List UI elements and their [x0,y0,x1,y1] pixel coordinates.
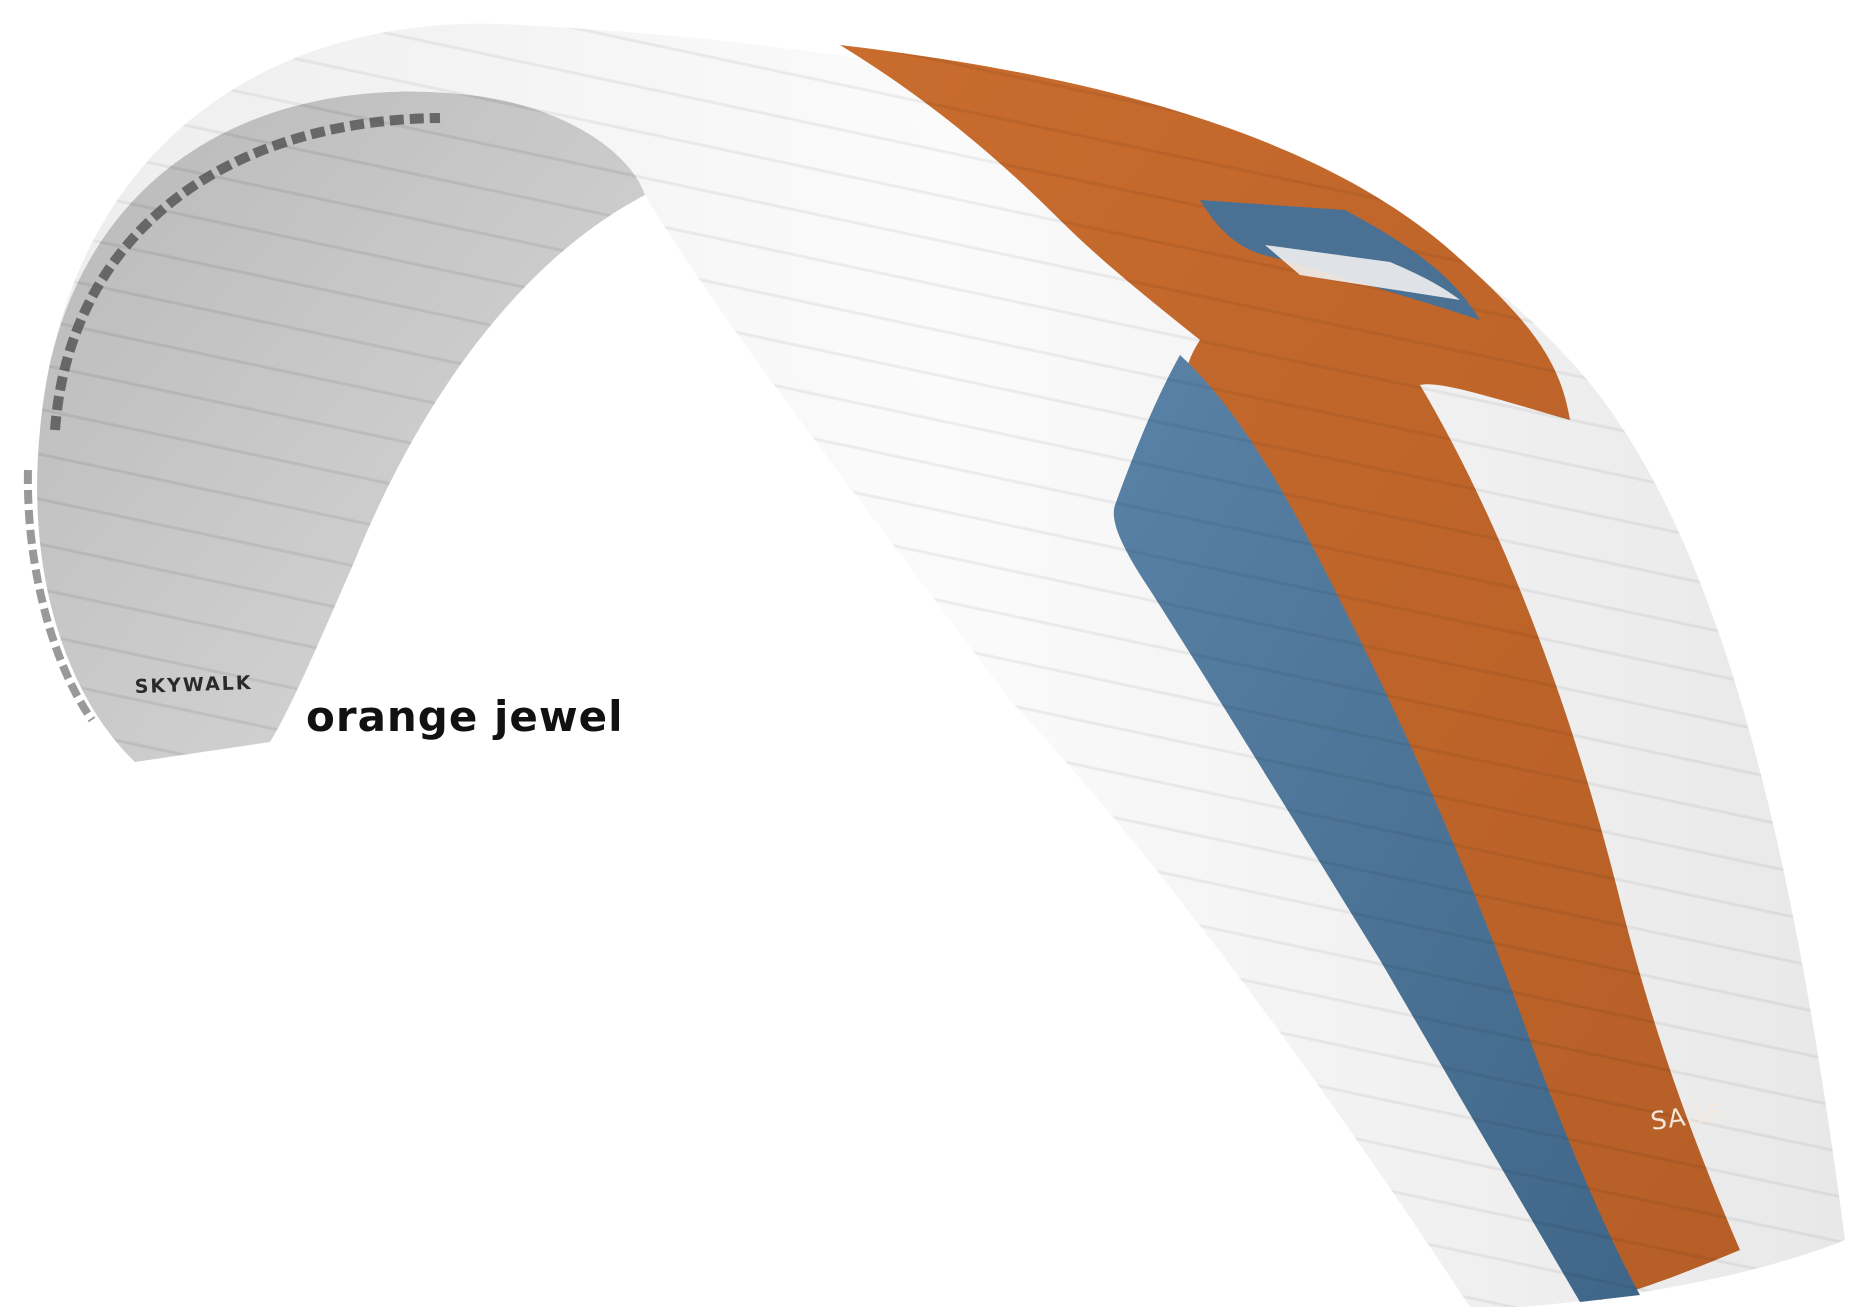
cell-openings [50,113,441,431]
colorway-label: orange jewel [306,692,624,741]
brand-print: SKYWALK [134,672,253,698]
